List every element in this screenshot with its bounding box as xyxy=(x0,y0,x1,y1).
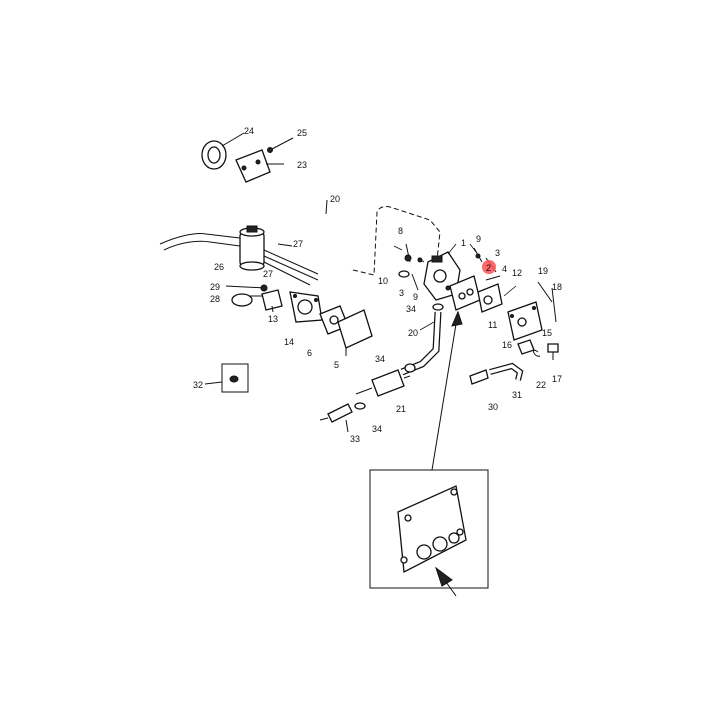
part-22-clip xyxy=(533,349,541,357)
part-20-hose-lower xyxy=(400,311,442,376)
callout-labels: 24 25 23 20 27 26 27 29 28 13 14 6 5 32 … xyxy=(193,126,562,444)
callout-2-highlight-circle xyxy=(482,260,496,274)
callout-13: 13 xyxy=(268,314,278,324)
callout-leaders xyxy=(393,243,517,331)
part-15-pump-cover xyxy=(507,301,543,341)
part-14-pump-base xyxy=(289,291,323,323)
part-18-bolt xyxy=(551,287,557,323)
callout-1: 1 xyxy=(461,238,466,248)
part-19-bolt xyxy=(537,281,553,303)
part-24-cap xyxy=(201,132,245,170)
callout-29: 29 xyxy=(210,282,220,292)
callout-3: 3 xyxy=(495,248,500,258)
callout-26: 26 xyxy=(214,262,224,272)
callout-8: 8 xyxy=(398,226,403,236)
callout-20b: 20 xyxy=(408,328,418,338)
callout-21: 21 xyxy=(396,404,406,414)
callout-27b: 27 xyxy=(263,269,273,279)
part-34-clamp xyxy=(404,363,416,373)
part-5-plate xyxy=(337,309,373,356)
callout-30: 30 xyxy=(488,402,498,412)
callout-14: 14 xyxy=(284,337,294,347)
callout-11: 11 xyxy=(488,320,497,330)
part-34-clamp-lower xyxy=(354,402,366,410)
part-25-screw xyxy=(267,137,294,153)
part-31-hose xyxy=(489,362,524,381)
part-9-screw-upper xyxy=(473,247,483,263)
callout-20: 20 xyxy=(330,194,340,204)
part-10-washer xyxy=(398,270,410,278)
callout-15: 15 xyxy=(542,328,552,338)
part-13-fitting xyxy=(261,289,283,313)
callout-3b: 3 xyxy=(399,288,404,298)
callout-27: 27 xyxy=(293,239,303,249)
part-28-clamp xyxy=(231,293,262,307)
callout-5: 5 xyxy=(334,360,339,370)
part-20-hose-upper xyxy=(268,178,352,270)
part-26-filter-body xyxy=(159,225,265,271)
dashed-routing-line xyxy=(352,206,441,276)
callout-4: 4 xyxy=(502,264,507,274)
callout-33: 33 xyxy=(350,434,360,444)
callout-2-highlighted: 2 xyxy=(482,260,496,274)
part-17-elbow xyxy=(547,343,559,360)
part-27-wire-bundle xyxy=(263,243,319,286)
part-16-fitting xyxy=(517,339,535,355)
callout-34: 34 xyxy=(406,304,416,314)
callout-10: 10 xyxy=(378,276,388,286)
part-8-screw xyxy=(404,243,412,263)
callout-24: 24 xyxy=(244,126,254,136)
part-33-connector xyxy=(319,403,353,433)
callout-16: 16 xyxy=(502,340,512,350)
callout-19: 19 xyxy=(538,266,548,276)
callout-23: 23 xyxy=(297,160,307,170)
part-23-bracket xyxy=(235,149,284,183)
callout-34c: 34 xyxy=(372,424,382,434)
part-29-screw xyxy=(225,284,268,292)
part-9-screw xyxy=(411,257,425,291)
callout-9: 9 xyxy=(476,234,481,244)
detail-inset-box xyxy=(369,469,489,597)
callout-22: 22 xyxy=(536,380,546,390)
callout-6: 6 xyxy=(307,348,312,358)
callout-2: 2 xyxy=(486,263,491,273)
callout-32: 32 xyxy=(193,380,203,390)
callout-9b: 9 xyxy=(413,292,418,302)
callout-31: 31 xyxy=(512,390,522,400)
part-30-fitting xyxy=(469,369,489,385)
part-4-spring xyxy=(485,275,501,281)
part-32-inset xyxy=(204,363,249,393)
callout-25: 25 xyxy=(297,128,307,138)
callout-12: 12 xyxy=(512,268,522,278)
callout-18: 18 xyxy=(552,282,562,292)
callout-17: 17 xyxy=(552,374,562,384)
callout-28: 28 xyxy=(210,294,220,304)
part-21-fuel-filter xyxy=(355,369,411,397)
callout-34b: 34 xyxy=(375,354,385,364)
part-11-gasket xyxy=(477,283,503,313)
part-34-oring xyxy=(432,303,444,311)
detail-leader-arrow xyxy=(431,310,463,471)
